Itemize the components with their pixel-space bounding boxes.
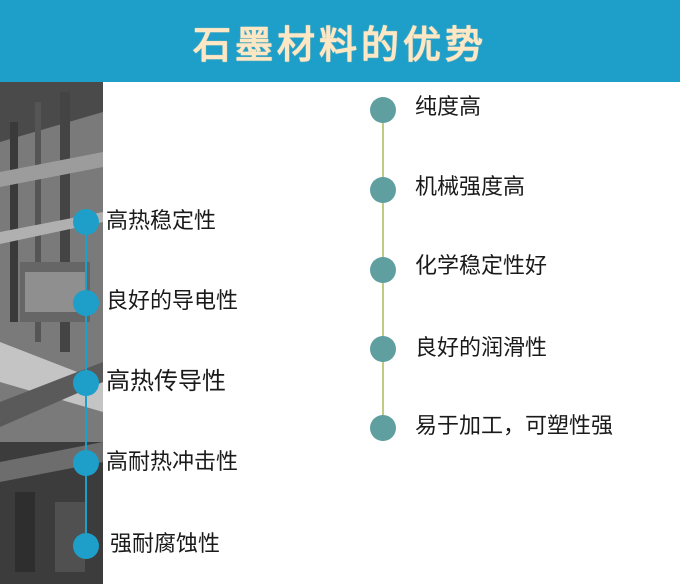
right-item-label: 易于加工，可塑性强 (415, 414, 614, 439)
bullet-dot (73, 370, 99, 396)
industrial-photo (0, 82, 103, 584)
right-item-label: 机械强度高 (415, 175, 526, 200)
bullet-dot (370, 336, 396, 362)
bullet-dot (370, 415, 396, 441)
page-title: 石墨材料的优势 (192, 22, 487, 67)
right-item-label: 纯度高 (415, 95, 482, 120)
bullet-dot (370, 257, 396, 283)
bullet-dot (73, 533, 99, 559)
bullet-dot (370, 97, 396, 123)
header-banner: 石墨材料的优势 (0, 0, 680, 82)
left-item-label: 高热传导性 (106, 367, 226, 395)
left-item-label: 高耐热冲击性 (106, 450, 239, 475)
bullet-dot (73, 450, 99, 476)
left-item-label: 强耐腐蚀性 (110, 532, 221, 557)
right-item-label: 良好的润滑性 (415, 336, 548, 361)
left-item-label: 高热稳定性 (106, 209, 217, 234)
bullet-dot (73, 290, 99, 316)
bullet-dot (370, 177, 396, 203)
left-item-label: 良好的导电性 (106, 289, 239, 314)
bullet-dot (73, 209, 99, 235)
right-item-label: 化学稳定性好 (415, 254, 548, 279)
